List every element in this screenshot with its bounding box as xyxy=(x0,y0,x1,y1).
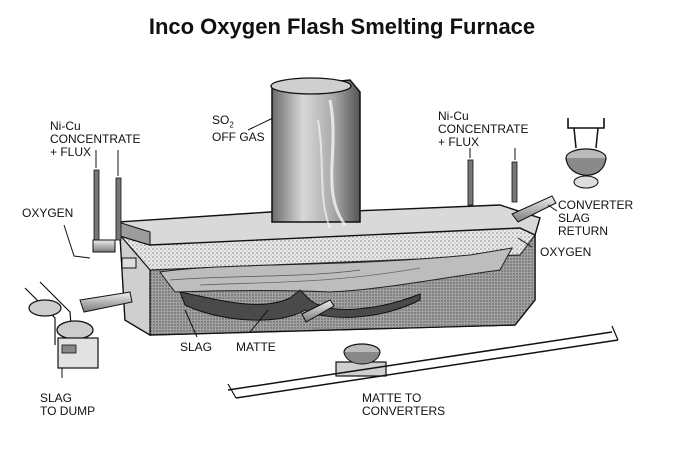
right-oxygen-label: OXYGEN xyxy=(540,245,592,259)
matte-to-converters-label: MATTE TO CONVERTERS xyxy=(362,391,446,418)
rail-track xyxy=(227,325,619,399)
so2-offgas-label: SO2 OFF GAS xyxy=(212,113,265,145)
left-concentrate-label: Ni-Cu CONCENTRATE + FLUX xyxy=(50,119,141,159)
matte-label: MATTE xyxy=(236,340,276,354)
slag-to-dump-label: SLAG TO DUMP xyxy=(40,391,96,418)
leader-lines xyxy=(61,117,558,378)
converter-slag-return-label: CONVERTER SLAG RETURN xyxy=(558,198,634,238)
left-oxygen-label: OXYGEN xyxy=(22,206,74,220)
slag-label: SLAG xyxy=(180,340,213,354)
matte-ladle-car xyxy=(335,343,387,377)
slag-dump-rails xyxy=(24,281,99,369)
crane-ladle xyxy=(565,118,607,189)
right-feed-pipes xyxy=(467,159,518,206)
diagram-title: Inco Oxygen Flash Smelting Furnace xyxy=(148,14,536,39)
matte-launder xyxy=(301,299,335,323)
right-concentrate-label: Ni-Cu CONCENTRATE + FLUX xyxy=(438,109,529,149)
furnace-hearth xyxy=(159,247,513,321)
left-feed-pipes xyxy=(92,169,137,269)
converter-slag-chute xyxy=(511,195,557,223)
uptake-shaft xyxy=(270,77,361,229)
slag-launder xyxy=(79,291,133,313)
